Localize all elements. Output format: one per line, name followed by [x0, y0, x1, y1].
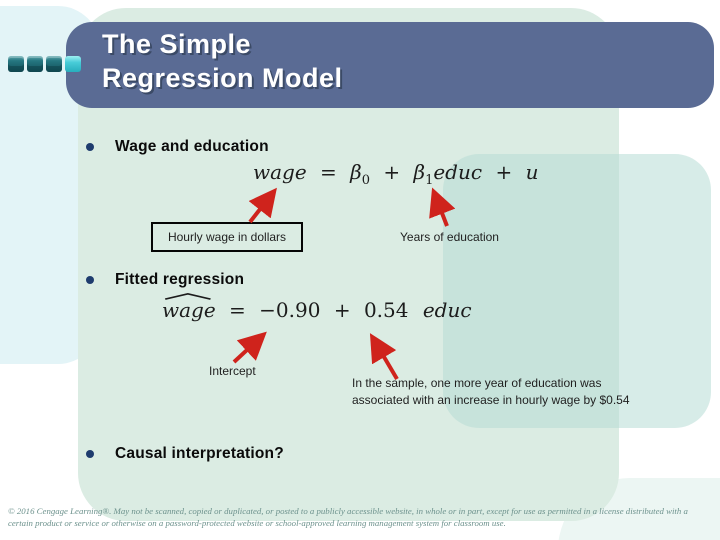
- bullet-wage-education: Wage and education: [86, 138, 269, 156]
- intercept-label: Intercept: [209, 364, 256, 378]
- plus-sign: +: [333, 298, 351, 322]
- hat-accent-icon: [164, 293, 211, 300]
- overlay-panel-shape: [443, 154, 711, 428]
- slope-value: 0.54: [363, 298, 409, 322]
- cube-icon: [46, 56, 62, 72]
- copyright-line1: © 2016 Cengage Learning®. May not be sca…: [8, 506, 688, 516]
- model-formula: wage = β0 + β1educ + u: [253, 160, 538, 188]
- years-education-label: Years of education: [400, 230, 499, 244]
- bullet-dot-icon: [86, 143, 94, 151]
- beta0-subscript: 0: [361, 173, 371, 188]
- beta0-symbol: β: [350, 160, 362, 184]
- copyright-line2: certain product or service or otherwise …: [8, 517, 506, 528]
- slide-title-line2: Regression Model: [102, 63, 343, 93]
- error-symbol: u: [525, 160, 539, 184]
- equals-sign: =: [320, 160, 337, 184]
- cube-icon: [8, 56, 24, 72]
- bullet-label: Wage and education: [115, 138, 269, 155]
- bullet-dot-icon: [86, 276, 94, 284]
- deco-cubes: [8, 56, 81, 72]
- regressor-symbol: educ: [433, 160, 483, 184]
- bullet-fitted-regression: Fitted regression: [86, 271, 244, 289]
- cube-icon: [27, 56, 43, 72]
- bullet-causal-interpretation: Causal interpretation?: [86, 445, 284, 463]
- formula-lhs: wage: [162, 298, 216, 322]
- hourly-wage-label: Hourly wage in dollars: [167, 230, 287, 244]
- copyright-footer: © 2016 Cengage Learning®. May not be sca…: [8, 506, 716, 529]
- sample-note-line2: associated with an increase in hourly wa…: [352, 392, 630, 407]
- bullet-label: Causal interpretation?: [115, 445, 284, 462]
- equals-sign: =: [229, 298, 246, 322]
- cube-bright-icon: [65, 56, 81, 72]
- beta1-subscript: 1: [425, 173, 434, 188]
- plus-sign: +: [383, 160, 401, 184]
- regressor-symbol: educ: [422, 298, 472, 322]
- hourly-wage-callout: Hourly wage in dollars: [151, 222, 303, 252]
- beta1-symbol: β: [413, 160, 426, 184]
- bullet-dot-icon: [86, 450, 94, 458]
- slide-title: The Simple Regression Model: [66, 22, 714, 95]
- bullet-label: Fitted regression: [115, 271, 245, 288]
- fitted-formula: wage = −0.90 + 0.54 educ: [162, 293, 472, 322]
- slide-title-line1: The Simple: [102, 29, 252, 59]
- formula-lhs: wage: [253, 160, 307, 184]
- sample-note: In the sample, one more year of educatio…: [352, 375, 630, 408]
- slide-header: The Simple Regression Model: [66, 22, 714, 108]
- intercept-value: −0.90: [259, 298, 321, 322]
- wage-hat-group: wage: [162, 293, 216, 322]
- plus-sign: +: [495, 160, 513, 184]
- sample-note-line1: In the sample, one more year of educatio…: [352, 376, 602, 390]
